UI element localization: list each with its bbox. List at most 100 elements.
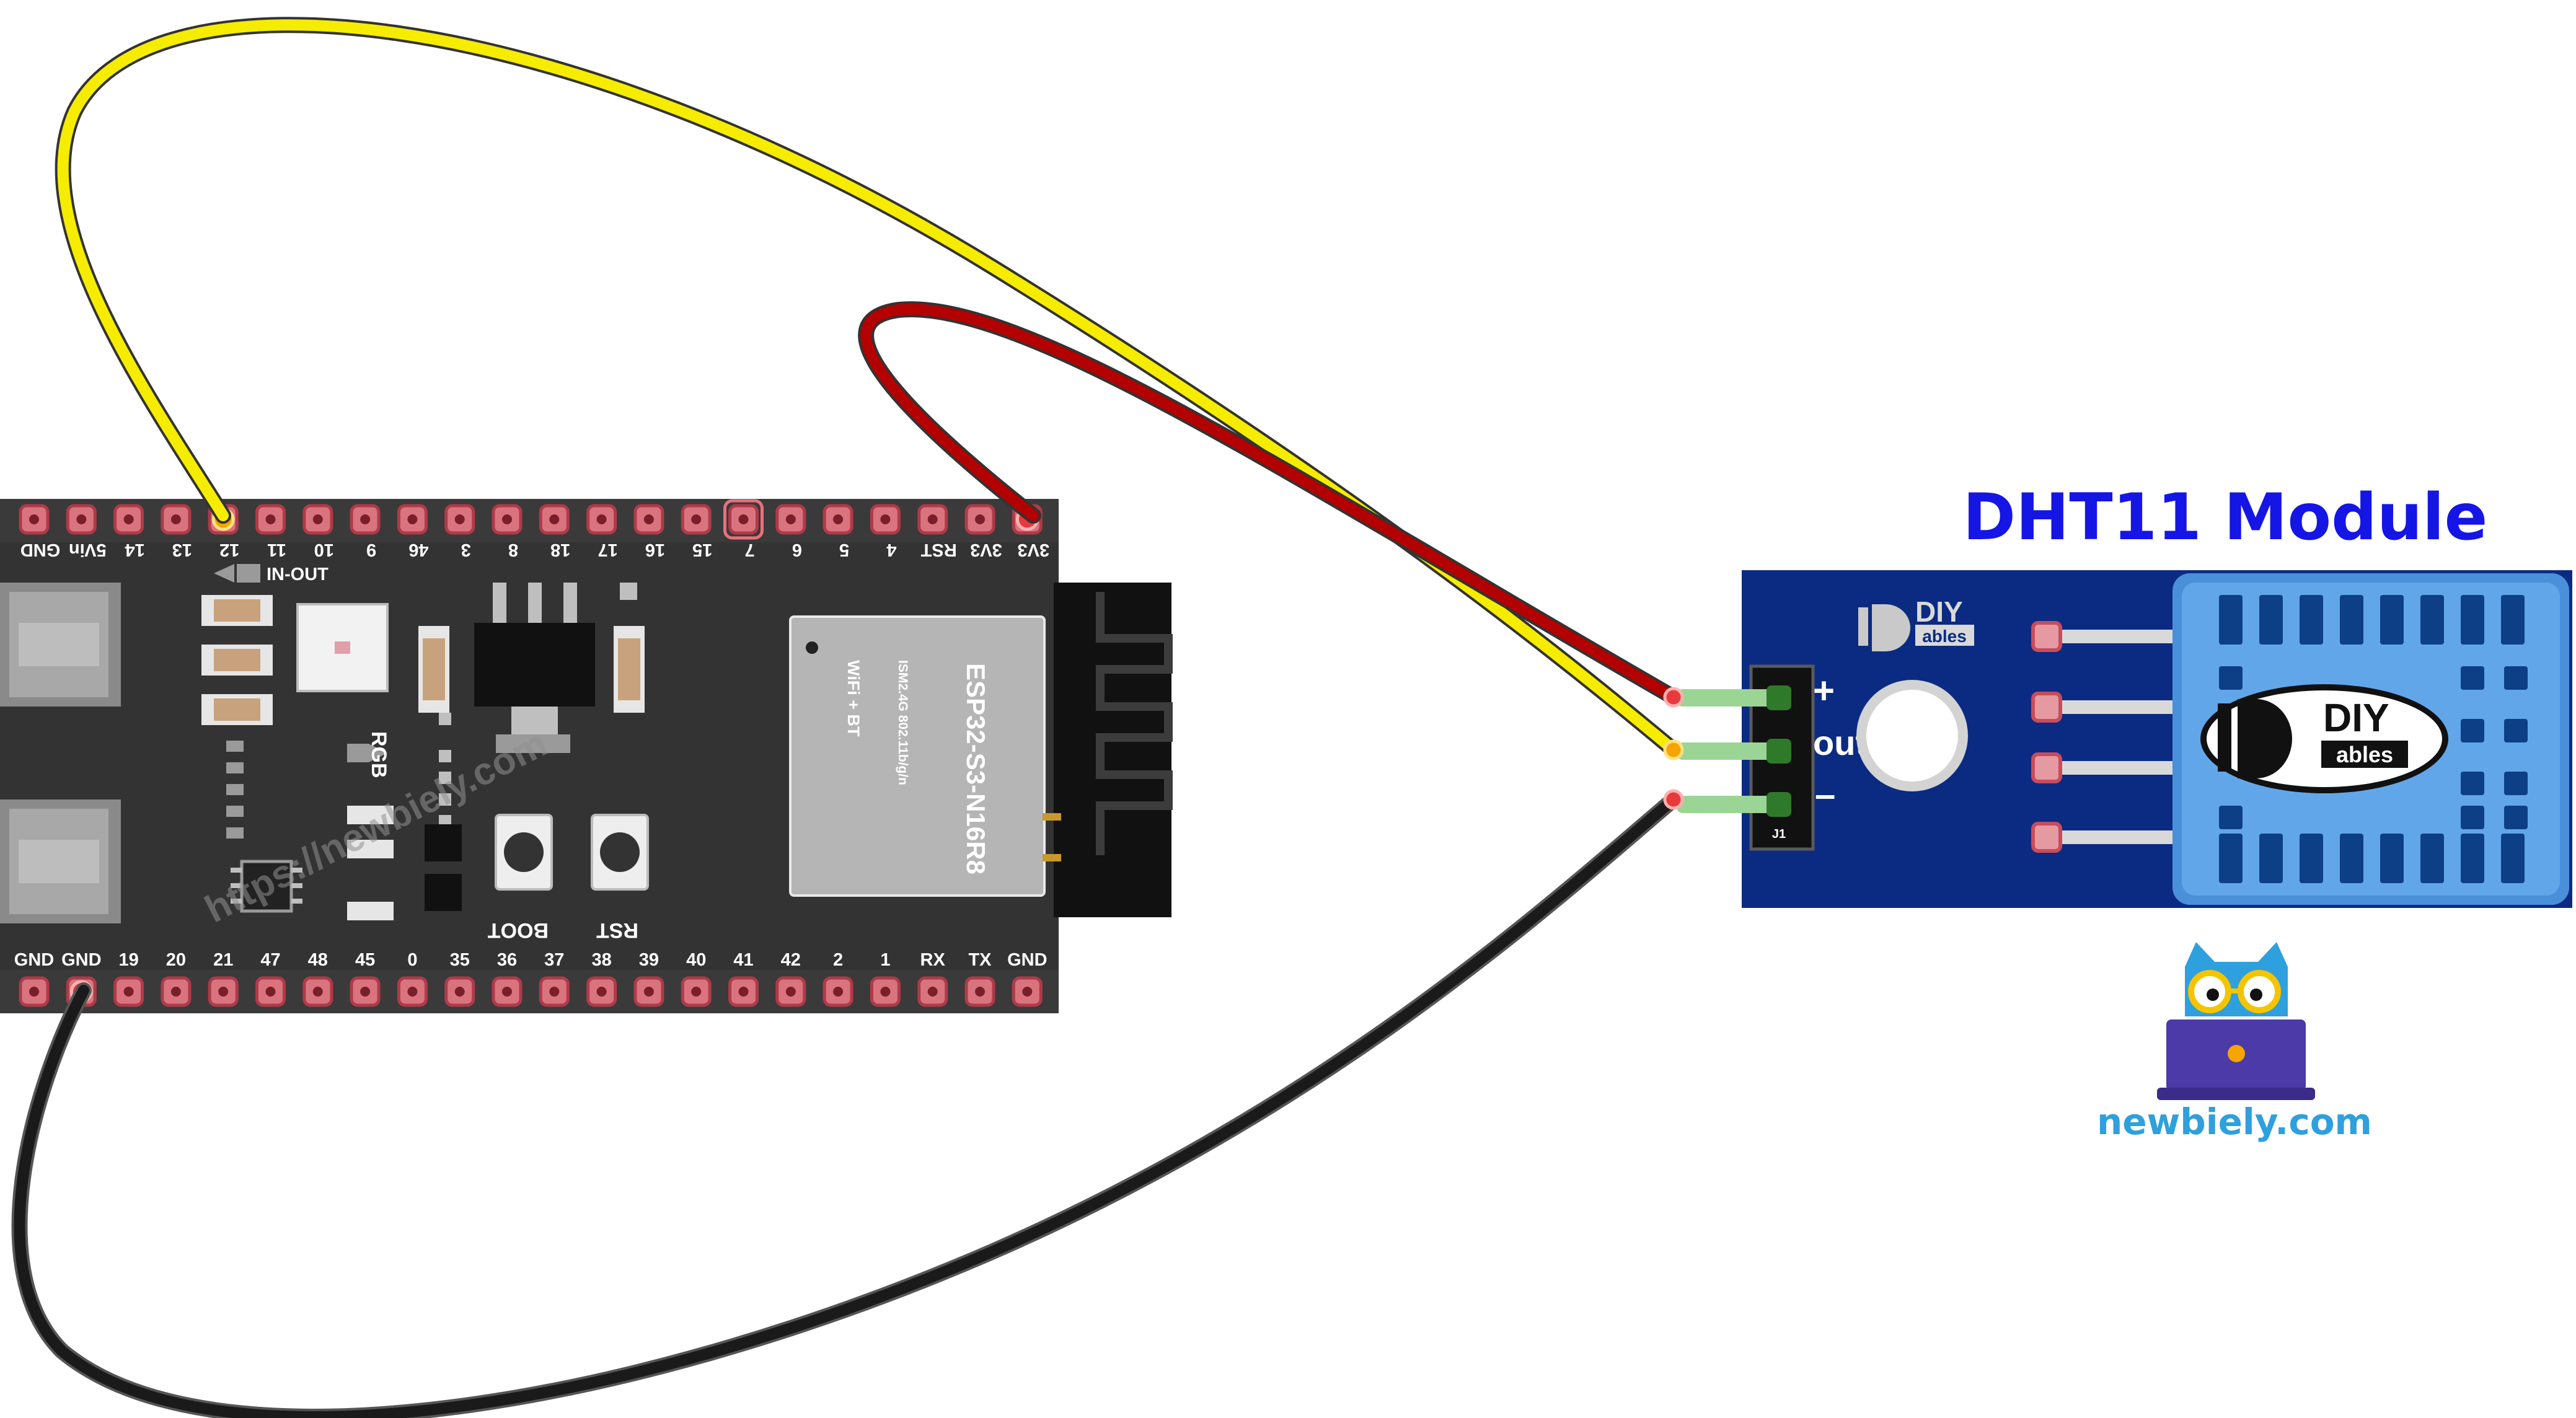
bottom-pin-hole: [502, 987, 512, 997]
grill-hole: [2504, 719, 2528, 742]
bottom-pin-hole: [454, 987, 465, 997]
top-pin-label: 9: [366, 540, 376, 560]
top-pin-label: RST: [920, 540, 956, 560]
grill-slot: [2340, 595, 2363, 645]
bottom-pin-hole: [975, 987, 985, 997]
bottom-pin-label: 45: [355, 950, 375, 970]
top-pin-hole: [29, 514, 39, 524]
bottom-pin-hole: [218, 987, 229, 997]
usb-connector-top: [0, 583, 121, 707]
top-pin-hole: [833, 514, 844, 524]
top-pin-label: 14: [125, 540, 144, 560]
top-pin-label: GND: [20, 540, 60, 560]
top-pin-hole: [170, 514, 181, 524]
bottom-pin-hole: [880, 987, 891, 997]
bottom-pin-label: 20: [166, 950, 186, 970]
wires: [11, 17, 1684, 1418]
diagram-title: DHT11 Module: [1963, 480, 2488, 555]
pin-plus-leg: [1677, 689, 1788, 707]
bottom-pin-hole: [785, 987, 796, 997]
owl-mascot: [2157, 942, 2315, 1100]
bottom-pin-label: TX: [968, 950, 992, 970]
pcb-brand-bottom: ables: [1922, 627, 1967, 646]
diyables-pcb-logo: DIY ables: [1858, 596, 1974, 651]
site-name[interactable]: newbiely.com: [2097, 1101, 2372, 1143]
bottom-pin-label: 19: [118, 950, 138, 970]
bottom-pin-hole: [265, 987, 276, 997]
bottom-pin-label: GND: [61, 950, 101, 970]
grill-hole: [2219, 806, 2243, 829]
rgb-label: RGB: [367, 731, 390, 778]
top-pin-label: 46: [408, 540, 428, 560]
sensor-brand-top: DIY: [2323, 695, 2389, 740]
top-pin-hole: [312, 514, 323, 524]
grill-hole: [2504, 666, 2528, 690]
small-ic: [231, 860, 302, 913]
grill-slot: [2501, 595, 2525, 645]
bottom-pin-label: RX: [920, 950, 946, 970]
bottom-pin-label: 47: [260, 950, 280, 970]
chip-name: ESP32-S3-N16R8: [961, 663, 990, 874]
grill-hole: [2504, 806, 2528, 829]
bottom-pin-label: 38: [591, 950, 611, 970]
pin-out-leg: [1677, 742, 1788, 760]
top-pin-hole: [502, 514, 512, 524]
bottom-pin-label: 42: [781, 950, 801, 970]
grill-slot: [2461, 834, 2484, 883]
top-pin-hole: [549, 514, 560, 524]
bottom-pin-hole: [549, 987, 560, 997]
bottom-pin-label: GND: [14, 950, 54, 970]
chip-radio: WiFi + BT: [844, 660, 863, 737]
bottom-pin-hole: [643, 987, 654, 997]
bottom-pin-label: 41: [733, 950, 753, 970]
top-pin-label: 7: [744, 540, 754, 560]
newbiely-logo: newbiely.com: [2097, 942, 2372, 1143]
bottom-pin-label: 21: [213, 950, 233, 970]
pcb-brand-top: DIY: [1915, 596, 1963, 628]
voltage-regulator: [474, 583, 595, 753]
chip-spec: ISM2.4G 802.11b/g/n: [896, 660, 910, 785]
header-id: J1: [1772, 827, 1786, 841]
pin-minus-leg: [1677, 796, 1788, 813]
wire-end-plus: [1663, 687, 1684, 708]
grill-hole: [2461, 806, 2484, 829]
bottom-pin-label: 48: [308, 950, 328, 970]
bottom-pin-label: 40: [686, 950, 706, 970]
bottom-pin-hole: [596, 987, 607, 997]
bottom-pin-label: 37: [544, 950, 564, 970]
bottom-pin-label: 39: [639, 950, 659, 970]
top-pin-label: 3V3: [970, 540, 1002, 560]
rst-button[interactable]: RST: [591, 814, 649, 942]
wire-end-minus: [1663, 789, 1684, 810]
grill-slot: [2420, 595, 2444, 645]
sensor-grill: [2219, 595, 2528, 883]
usb-connector-bottom: [0, 799, 121, 923]
boot-button[interactable]: BOOT: [488, 814, 553, 942]
grill-hole: [2219, 666, 2243, 690]
bottom-pin-hole: [738, 987, 749, 997]
bottom-pin-label: 36: [497, 950, 517, 970]
sensor-brand-bottom: ables: [2336, 742, 2393, 767]
top-pin-label: 18: [550, 540, 570, 560]
in-out-marker: IN-OUT: [214, 564, 329, 584]
top-pin-label: 12: [219, 540, 239, 560]
top-pin-hole: [76, 514, 87, 524]
top-pin-label: 5: [839, 540, 849, 560]
grill-slot: [2380, 834, 2404, 883]
grill-slot: [2501, 834, 2525, 883]
top-pin-label: 16: [645, 540, 665, 560]
bottom-pin-hole: [123, 987, 134, 997]
grill-slot: [2259, 595, 2283, 645]
top-pin-label: 15: [692, 540, 712, 560]
bottom-pin-hole: [312, 987, 323, 997]
highlighted-pin-ring: [723, 499, 764, 540]
top-pin-label: 10: [314, 540, 334, 560]
top-pin-label: 8: [508, 540, 518, 560]
wire-red: [860, 304, 1679, 703]
sensor-legs: [2031, 621, 2194, 853]
top-pin-hole: [454, 514, 465, 524]
boot-label: BOOT: [488, 918, 549, 942]
grill-slot: [2300, 595, 2323, 645]
top-pin-hole: [975, 514, 985, 524]
